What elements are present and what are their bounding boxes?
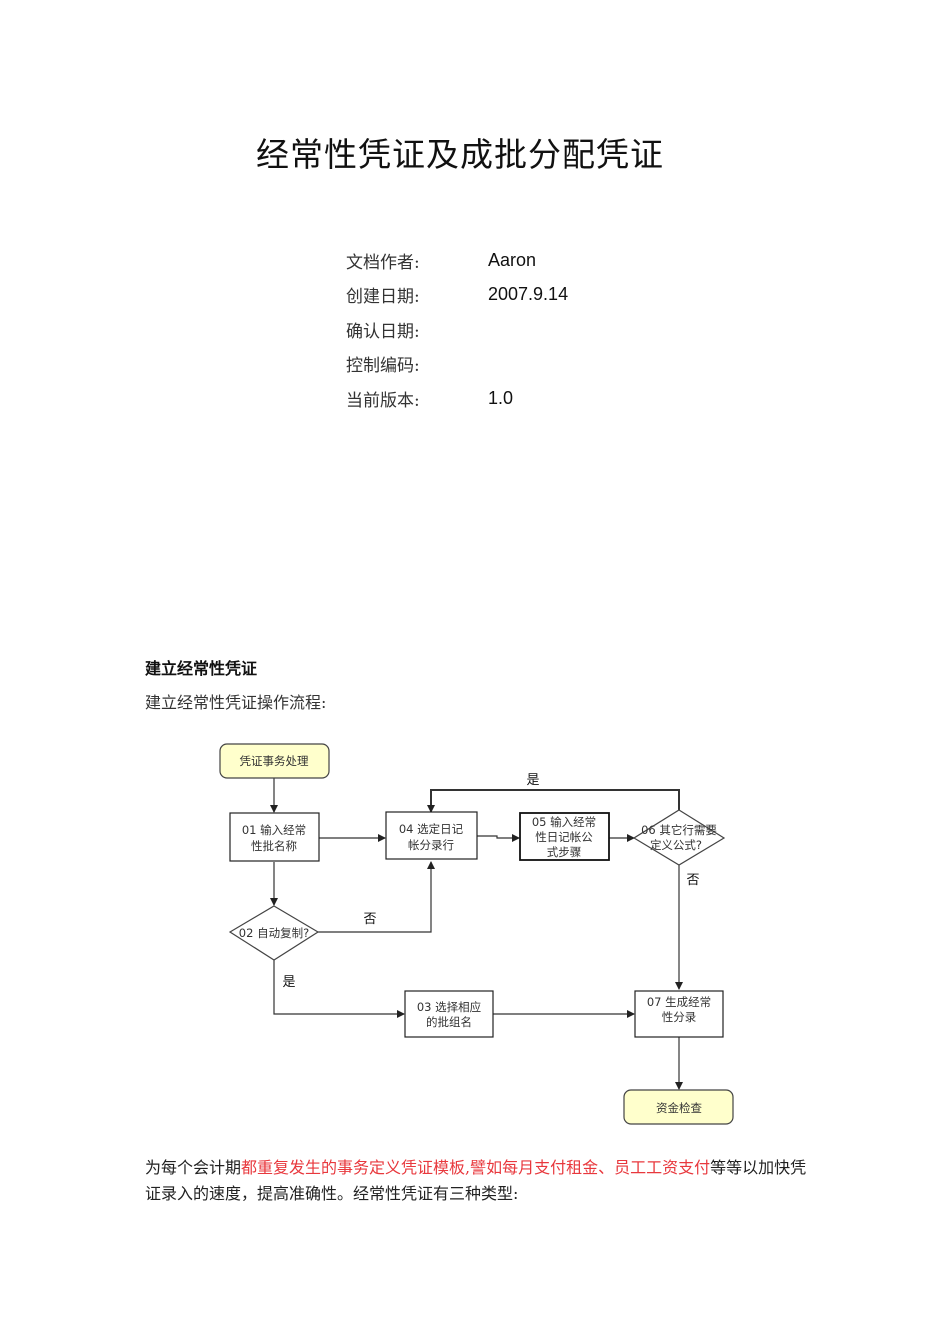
- paragraph-text: 为每个会计期: [145, 1158, 242, 1177]
- meta-row-created: 创建日期: 2007.9.14: [346, 278, 568, 313]
- document-meta-table: 文档作者: Aaron 创建日期: 2007.9.14 确认日期: 控制编码: …: [346, 243, 568, 416]
- node-label: 06 其它行需要: [641, 823, 717, 837]
- meta-value: 1.0: [488, 387, 514, 408]
- edge-label-no-06: 否: [686, 873, 699, 888]
- edge-04-to-05: [477, 834, 520, 842]
- flow-node-02: 02 自动复制?: [228, 905, 320, 961]
- document-title: 经常性凭证及成批分配凭证: [256, 135, 664, 174]
- section-heading: 建立经常性凭证: [145, 659, 258, 678]
- flow-node-start: 凭证事务处理: [219, 743, 330, 779]
- paragraph-text: 等等以加快凭证录入的速度，提高准确性。经常性凭证有三种类型:: [145, 1158, 807, 1203]
- meta-row-control-code: 控制编码:: [346, 347, 568, 382]
- node-label: 04 选定日记: [399, 822, 464, 836]
- meta-row-version: 当前版本: 1.0: [346, 381, 568, 416]
- flow-node-07: 07 生成经常 性分录: [634, 990, 724, 1038]
- meta-label: 创建日期:: [346, 287, 420, 308]
- meta-label: 文档作者:: [346, 252, 420, 273]
- meta-row-author: 文档作者: Aaron: [346, 243, 568, 278]
- node-label: 性批名称: [251, 839, 297, 853]
- paragraph-highlight: 都重复发生的事务定义凭证模板,譬如每月支付租金、员工工资支付: [241, 1158, 711, 1177]
- flow-node-end: 资金检查: [623, 1089, 734, 1125]
- meta-value: Aaron: [488, 249, 537, 270]
- node-label: 性分录: [662, 1010, 697, 1024]
- node-label: 02 自动复制?: [239, 926, 309, 940]
- node-label: 资金检查: [656, 1101, 702, 1115]
- node-label: 的批组名: [426, 1015, 472, 1029]
- node-label: 01 输入经常: [242, 823, 306, 837]
- meta-row-confirmed: 确认日期:: [346, 312, 568, 347]
- flow-node-04: 04 选定日记 帐分录行: [385, 811, 478, 860]
- node-label: 性日记帐公: [535, 830, 593, 844]
- flow-node-05: 05 输入经常 性日记帐公 式步骤: [519, 812, 610, 861]
- edge-label-yes-loop: 是: [526, 773, 539, 788]
- node-label: 07 生成经常: [647, 995, 711, 1009]
- node-label: 定义公式?: [650, 838, 702, 852]
- section-subheading: 建立经常性凭证操作流程:: [145, 693, 327, 712]
- meta-label: 确认日期:: [346, 321, 420, 342]
- meta-label: 当前版本:: [346, 390, 420, 411]
- edge-label-no-02: 否: [363, 912, 376, 927]
- flow-node-03: 03 选择相应 的批组名: [404, 990, 494, 1038]
- node-label: 05 输入经常: [532, 815, 596, 829]
- edge-02-no-to-04: [318, 861, 435, 933]
- node-label: 式步骤: [547, 845, 582, 859]
- node-label: 帐分录行: [408, 838, 454, 852]
- edge-02-yes-to-03: [273, 960, 405, 1018]
- meta-label: 控制编码:: [346, 356, 420, 377]
- edge-label-yes-02: 是: [282, 975, 295, 990]
- body-paragraph: 为每个会计期都重复发生的事务定义凭证模板,譬如每月支付租金、员工工资支付等等以加…: [145, 1155, 810, 1207]
- meta-value: 2007.9.14: [488, 284, 569, 305]
- flow-node-06: 06 其它行需要 定义公式?: [632, 809, 726, 866]
- node-label: 凭证事务处理: [240, 754, 309, 768]
- flow-node-01: 01 输入经常 性批名称: [229, 812, 320, 862]
- edge-06-yes-to-04: [427, 789, 680, 813]
- node-label: 03 选择相应: [417, 1000, 481, 1014]
